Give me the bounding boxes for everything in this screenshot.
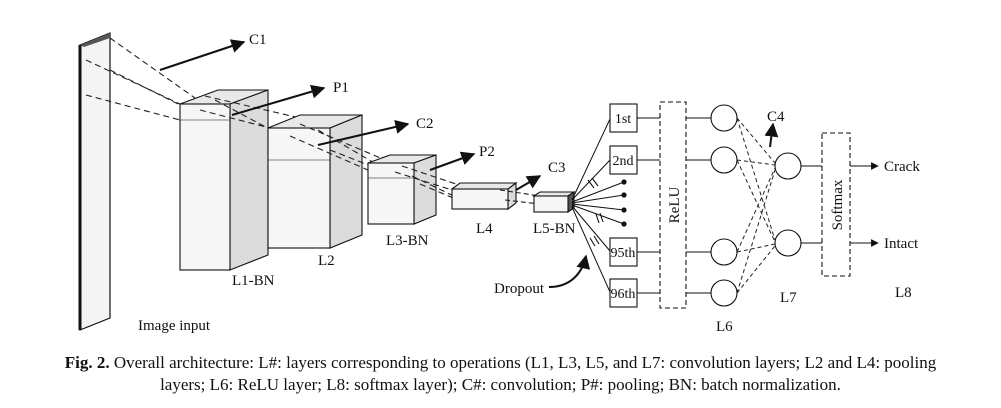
l5-block — [532, 190, 576, 214]
architecture-diagram: 1st 2nd 95th 96th ReLU — [78, 32, 920, 335]
output-intact-label: Intact — [884, 236, 919, 252]
label-c2: C2 — [416, 116, 434, 132]
neuron-label-2nd: 2nd — [613, 154, 634, 169]
label-p1: P1 — [333, 80, 349, 96]
l6-nodes — [710, 104, 738, 307]
l6-l7-connections — [736, 117, 776, 294]
relu-box — [659, 101, 687, 309]
neuron-box-96th — [609, 278, 638, 308]
label-l6: L6 — [716, 319, 733, 335]
relu-label: ReLU — [667, 187, 683, 224]
image-input-plane — [78, 32, 111, 331]
projection-lines-c1 — [85, 37, 196, 121]
neuron-label-96th: 96th — [611, 287, 636, 302]
l3-block — [367, 154, 437, 225]
label-p2: P2 — [479, 144, 495, 160]
l7-nodes — [774, 152, 802, 257]
dropout-marks — [587, 177, 604, 247]
label-c3: C3 — [548, 160, 566, 176]
figure-caption: Fig. 2. Overall architecture: L#: layers… — [0, 352, 1001, 396]
neuron-label-1st: 1st — [615, 112, 631, 127]
projection-lines-c3 — [499, 189, 541, 205]
label-l8: L8 — [895, 285, 912, 301]
label-c4: C4 — [767, 109, 785, 125]
box-relu-connectors — [637, 117, 660, 294]
l2-block — [267, 114, 363, 249]
label-dropout: Dropout — [494, 281, 545, 297]
label-image-input: Image input — [138, 318, 211, 334]
label-c1: C1 — [249, 32, 267, 48]
output-crack-label: Crack — [884, 159, 920, 175]
label-l5: L5-BN — [533, 221, 576, 237]
label-l3: L3-BN — [386, 233, 429, 249]
l4-block — [450, 181, 518, 211]
caption-line-1: Fig. 2. Overall architecture: L#: layers… — [0, 352, 1001, 374]
neuron-boxes — [609, 103, 638, 308]
label-l1: L1-BN — [232, 273, 275, 289]
caption-text-2: layers; L6: ReLU layer; L8: softmax laye… — [160, 375, 841, 394]
output-arrows — [850, 162, 879, 247]
fanout-lines — [571, 118, 625, 293]
relu-l6-connectors — [686, 117, 711, 294]
softmax-box — [821, 132, 851, 277]
neuron-box-95th — [609, 237, 638, 267]
l7-softmax-connectors — [801, 165, 822, 244]
label-l7: L7 — [780, 290, 797, 306]
operation-arrows — [159, 39, 779, 191]
label-l4: L4 — [476, 221, 493, 237]
neuron-box-labels: 1st 2nd 95th 96th — [611, 112, 636, 302]
neuron-label-95th: 95th — [611, 246, 636, 261]
label-l2: L2 — [318, 253, 335, 269]
dropout-dots — [621, 179, 627, 227]
dropout-arrow — [548, 254, 591, 288]
caption-text-1: Overall architecture: L#: layers corresp… — [113, 353, 937, 372]
caption-prefix: Fig. 2. — [64, 353, 110, 372]
softmax-label: Softmax — [830, 179, 846, 230]
l1-block — [179, 89, 269, 271]
